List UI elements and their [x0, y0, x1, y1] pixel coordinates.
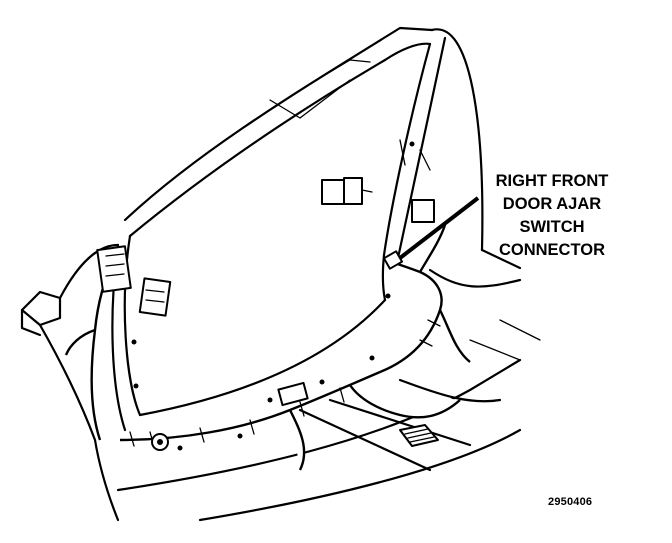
- door-ajar-switch: [382, 199, 435, 270]
- callout-line-4: CONNECTOR: [498, 241, 606, 259]
- callout-label: RIGHT FRONT DOOR AJAR SWITCH CONNECTOR: [462, 170, 642, 262]
- floor-pan: [116, 248, 541, 522]
- sill-connector: [151, 381, 309, 451]
- wiring-harness: [64, 224, 471, 471]
- figure-number: 2950406: [548, 496, 593, 508]
- b-pillar: [382, 36, 447, 260]
- upper-connector: [321, 177, 373, 205]
- callout-line-3: SWITCH: [519, 218, 585, 236]
- callout-line-2: DOOR AJAR: [502, 195, 602, 213]
- callout-line-1: RIGHT FRONT: [495, 172, 609, 190]
- floor-grille: [399, 424, 439, 447]
- fastener-dots: [131, 141, 415, 451]
- pillar-connectors: [96, 245, 172, 317]
- cowl-panel: [20, 243, 120, 522]
- roof-rail: [123, 26, 484, 252]
- callout-leader: [398, 196, 480, 260]
